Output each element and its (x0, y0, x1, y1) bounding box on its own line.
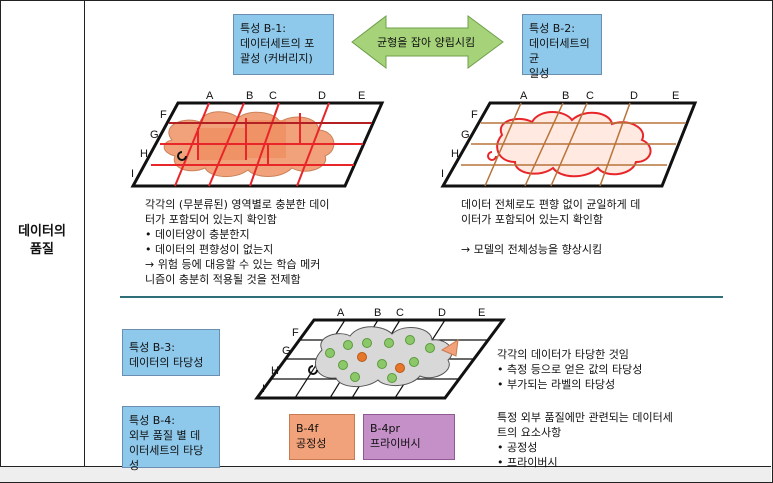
grid-col-label: A (520, 90, 528, 102)
outlier-point (395, 363, 405, 373)
data-point (425, 343, 435, 353)
row-header-label: 데이터의 품질 (18, 223, 66, 257)
pointer-arrow (440, 339, 459, 357)
grid-row-label: G (150, 129, 159, 141)
data-point (338, 360, 348, 370)
grid-col-label: A (337, 307, 345, 319)
grid-col-label: B (374, 307, 381, 319)
grid-col-label: C (269, 90, 277, 102)
grid-col-label: B (562, 90, 569, 102)
grid-col-label: D (438, 307, 446, 319)
b4pr-box: B-4pr 프라이버시 (363, 414, 455, 460)
grid-col-label: B (246, 90, 253, 102)
b1-box: 특성 B-1: 데이터세트의 포 괄성 (커버리지) (233, 14, 334, 75)
section-divider (120, 296, 723, 298)
data-point (350, 372, 360, 382)
grid-col-label: E (478, 307, 485, 319)
b4-box: 특성 B-4: 외부 품질 별 데 이터세트의 타당 성 (122, 406, 220, 472)
grid-row-label: I (131, 168, 134, 180)
b2-box: 특성 B-2: 데이터세트의 균 일성 (522, 14, 602, 80)
validity-description: 각각의 데이터가 타당한 것임 • 측정 등으로 얻은 값의 타당성 • 부가되… (497, 348, 643, 391)
grid-row-label: F (160, 109, 167, 121)
grid-row-label: I (441, 168, 444, 180)
bottom-band (0, 466, 771, 482)
grid-row-label: H (271, 365, 279, 377)
arrow-label: 균형을 잡아 양립시킴 (377, 36, 476, 49)
grid-row-label: G (461, 129, 470, 141)
grid-row-label: I (262, 383, 265, 395)
data-point (325, 348, 335, 358)
grid-col-label: C (586, 90, 594, 102)
outlier-point (357, 352, 367, 362)
grid-row-label: F (471, 109, 478, 121)
grid-col-label: D (630, 90, 638, 102)
grid-col-label: E (672, 90, 679, 102)
data-point (405, 335, 415, 345)
validity-grid (254, 318, 506, 400)
grid-row-label: G (282, 345, 291, 357)
grid-row-label: H (451, 148, 459, 160)
uniformity-grid (440, 101, 698, 188)
uniformity-description: 데이터 전체로도 편향 없이 균일하게 데 이터가 포함되어 있는지 확인함 →… (461, 198, 641, 256)
row-header-cell: 데이터의 품질 (0, 0, 85, 481)
coverage-grid (130, 101, 385, 188)
data-point (343, 340, 353, 350)
coverage-description: 각각의 (무분류된) 영역별로 충분한 데이 터가 포함되어 있는지 확인함 •… (145, 198, 330, 286)
b3-box: 특성 B-3: 데이터의 타당성 (122, 329, 220, 376)
data-point (387, 373, 397, 383)
grid-row-label: H (140, 148, 148, 160)
data-point (384, 338, 394, 348)
balance-arrow (351, 14, 504, 70)
external-quality-description: 특정 외부 품질에만 관련되는 데이터세 트의 요소사항 • 공정성 • 프라이… (497, 411, 673, 469)
b4f-box: B-4f 공정성 (289, 414, 355, 460)
data-point (409, 357, 419, 367)
grid-col-label: A (206, 90, 214, 102)
grid-col-label: C (396, 307, 404, 319)
grid-col-label: D (318, 90, 326, 102)
data-point (377, 359, 387, 369)
grid-row-label: F (292, 327, 299, 339)
data-point (362, 338, 372, 348)
grid-col-label: E (358, 90, 365, 102)
